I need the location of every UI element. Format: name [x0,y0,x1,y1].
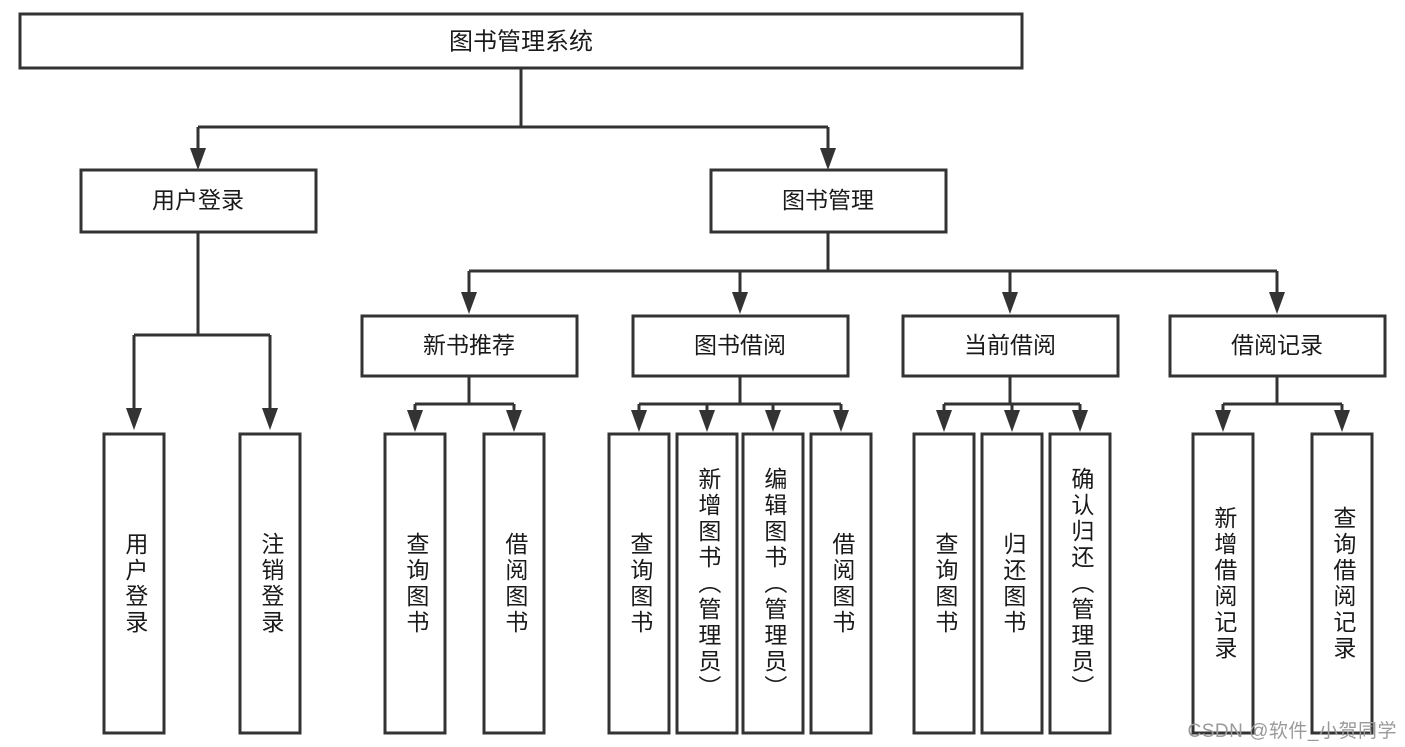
node-book-manage-label: 图书管理 [782,187,874,213]
node-new-book-recommend[interactable]: 新书推荐 [360,314,579,378]
connector-group-root [190,68,836,170]
arrow-head-leaf-return-book [1004,410,1020,432]
leaf-add-record-box[interactable] [1191,432,1255,735]
arrow-head-borrow-record [1269,292,1285,314]
leaf-boxes [102,432,1374,735]
node-borrow-record-box[interactable] [1168,314,1387,378]
connector-group-book-borrow [631,376,849,432]
node-user-login-label: 用户登录 [152,187,244,213]
arrow-head-book-borrow [732,292,748,314]
node-borrow-record[interactable]: 借阅记录 [1168,314,1387,378]
arrow-head-current-borrow [1002,292,1018,314]
leaf-logout-box[interactable] [238,432,302,735]
node-root[interactable]: 图书管理系统 [18,12,1024,70]
arrow-head-leaf-add-book [699,410,715,432]
leaf-query-record-box[interactable] [1310,432,1374,735]
connector-group-book-manage [461,232,1285,314]
node-borrow-record-label: 借阅记录 [1231,332,1323,358]
arrow-head-leaf-query-book-3 [936,410,952,432]
node-user-login[interactable]: 用户登录 [79,168,318,234]
arrow-head-leaf-confirm-return [1072,410,1088,432]
node-root-box[interactable] [18,12,1024,70]
leaf-user-login-box[interactable] [102,432,166,735]
leaf-query-book-3-box[interactable] [912,432,976,735]
node-new-book-recommend-label: 新书推荐 [423,332,515,358]
leaf-confirm-return-box[interactable] [1048,432,1112,735]
connector-group-current-borrow [936,376,1088,432]
arrow-head-new-book-recommend [461,292,477,314]
arrow-head-leaf-edit-book [765,410,781,432]
leaf-borrow-book-1-box[interactable] [482,432,546,735]
arrow-head-leaf-borrow-book-2 [833,410,849,432]
node-root-label: 图书管理系统 [449,28,593,55]
arrow-head-book-manage [820,148,836,170]
node-current-borrow[interactable]: 当前借阅 [901,314,1120,378]
arrow-head-leaf-add-record [1215,410,1231,432]
node-current-borrow-label: 当前借阅 [964,332,1056,358]
node-book-borrow-label: 图书借阅 [694,332,786,358]
connector-group-user-login [126,232,278,430]
arrow-head-leaf-query-book-2 [631,410,647,432]
node-book-manage-box[interactable] [709,168,948,234]
arrow-head-leaf-query-record [1334,410,1350,432]
node-book-borrow[interactable]: 图书借阅 [631,314,850,378]
leaf-query-book-1-box[interactable] [383,432,447,735]
arrow-head-leaf-logout [262,408,278,430]
leaf-query-book-2-box[interactable] [607,432,671,735]
arrow-head-user-login [190,148,206,170]
node-new-book-recommend-box[interactable] [360,314,579,378]
node-current-borrow-box[interactable] [901,314,1120,378]
leaf-edit-book-box[interactable] [741,432,805,735]
arrow-head-leaf-borrow-book-1 [506,410,522,432]
connector-group-borrow-record [1215,376,1350,432]
arrow-head-leaf-query-book-1 [407,410,423,432]
leaf-borrow-book-2-box[interactable] [809,432,873,735]
leaf-return-book-box[interactable] [980,432,1044,735]
node-user-login-box[interactable] [79,168,318,234]
leaf-add-book-box[interactable] [675,432,739,735]
csdn-watermark: CSDN @软件_小贺同学 [1187,721,1397,742]
node-book-manage[interactable]: 图书管理 [709,168,948,234]
connector-group-new-book-recommend [407,376,522,432]
node-book-borrow-box[interactable] [631,314,850,378]
arrow-head-leaf-user-login [126,408,142,430]
